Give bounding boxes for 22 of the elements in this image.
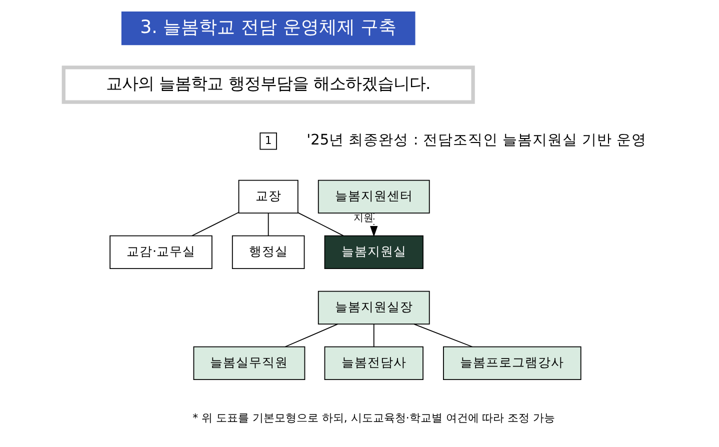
connector: [412, 324, 472, 348]
node-box: 교장: [238, 180, 298, 214]
node-box: 늘봄프로그램강사: [442, 346, 581, 380]
diagram-title: 3. 늘봄학교 전담 운영체제 구축: [140, 16, 396, 38]
label: 1: [264, 134, 272, 147]
node-box: 늘봄실무직원: [192, 346, 305, 380]
connector: [191, 212, 239, 236]
label: '25년 최종완성 : 전담조직인 늘봄지원실 기반 운영: [306, 132, 646, 149]
node-box: 늘봄지원센터: [317, 180, 430, 214]
node-box: 교감·교무실: [109, 235, 212, 269]
connector: [267, 212, 268, 236]
label: 교사의 늘봄학교 행정부담을 해소하겠습니다.: [105, 74, 430, 93]
connector: [284, 324, 338, 348]
node-box: 늘봄전담사: [324, 346, 423, 380]
connector: [372, 324, 374, 348]
connector: [297, 212, 344, 236]
edge-label: 지원: [352, 213, 373, 224]
node-box: 늘봄지원실장: [317, 290, 430, 324]
label: * 위 도표를 기본모형으로 하되, 시도교육청·학교별 여건에 따라 조정 가능: [192, 411, 555, 424]
arrow: [370, 212, 378, 237]
node-box: 행정실: [231, 235, 304, 269]
node-box: 늘봄지원실: [324, 235, 423, 269]
